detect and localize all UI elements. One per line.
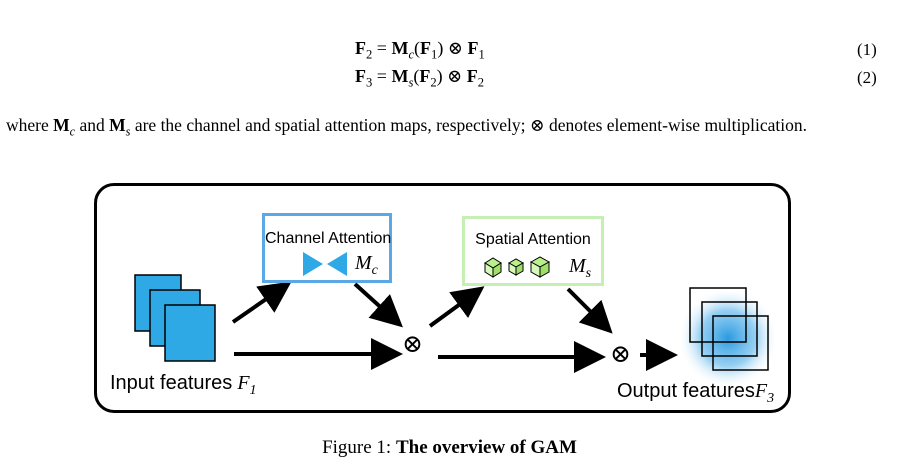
spatial-attention-symbol: Ms — [569, 255, 592, 281]
arrow-channel-to-multiply — [353, 282, 403, 328]
bowtie-icon — [303, 252, 347, 276]
arrow-to-spatial — [428, 286, 485, 328]
cube-icons — [484, 256, 551, 278]
spatial-attention-box: Spatial Attention Ms — [462, 216, 604, 286]
multiply-symbol-2: ⊗ — [610, 341, 631, 368]
output-features-label: Output featuresF3 — [617, 380, 775, 406]
input-feature-stack — [134, 274, 216, 362]
arrow-to-channel — [231, 281, 292, 324]
body-paragraph: where Mc and Ms are the channel and spat… — [6, 115, 807, 139]
equation-1: F2 = Mc(F1) ⊗ F1 — [355, 38, 485, 62]
equation-2-number: (2) — [857, 68, 877, 87]
spatial-attention-title: Spatial Attention — [475, 231, 591, 248]
arrow-spatial-to-multiply — [566, 287, 613, 334]
input-features-label: Input features F1 — [110, 372, 257, 398]
channel-attention-box: Channel Attention Mc — [262, 213, 392, 283]
channel-attention-title: Channel Attention — [265, 230, 392, 247]
multiply-symbol-1: ⊗ — [402, 331, 423, 358]
equation-1-number: (1) — [857, 40, 877, 59]
equation-2: F3 = Ms(F2) ⊗ F2 — [355, 66, 485, 90]
diagram-frame — [94, 183, 791, 413]
figure-caption: Figure 1: The overview of GAM — [322, 437, 577, 458]
output-feature-stack — [682, 287, 774, 384]
channel-attention-symbol: Mc — [355, 252, 378, 278]
